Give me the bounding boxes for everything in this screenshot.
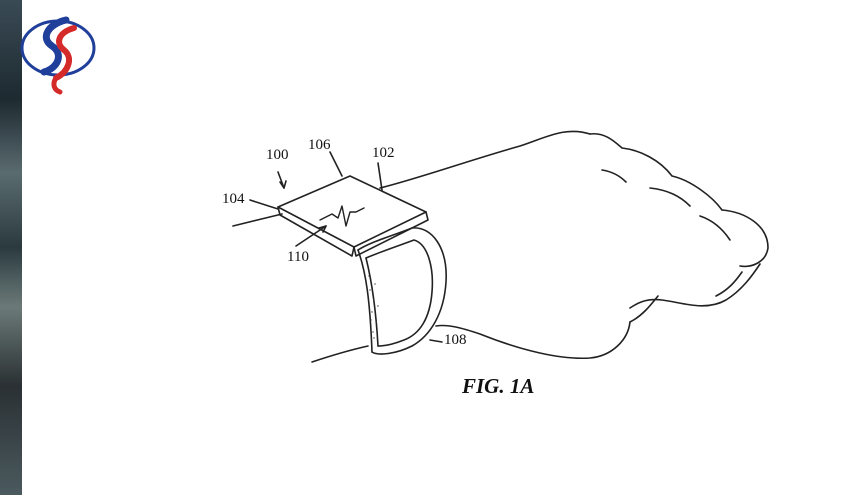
palm-lower-contour [435, 321, 631, 360]
ref-label-106: 106 [308, 137, 331, 153]
ref-label-100: 100 [266, 147, 289, 163]
ref-label-110: 110 [287, 249, 309, 265]
leader-108 [429, 339, 443, 343]
band-back-inner-edge [365, 257, 379, 347]
band-texture [368, 275, 379, 339]
ref-label-104: 104 [222, 191, 245, 207]
knuckle-crease-2 [649, 187, 691, 207]
knuckle-contour [589, 132, 723, 211]
broadcaster-logo-icon [20, 16, 96, 95]
thumb-crease [715, 271, 743, 297]
band-back-edge [357, 249, 373, 353]
ref-label-102: 102 [372, 145, 395, 161]
ref-label-108: 108 [444, 332, 467, 348]
leader-104 [249, 199, 279, 210]
leader-102 [377, 162, 383, 191]
leader-110 [295, 225, 327, 247]
left-photo-strip [0, 0, 22, 495]
thumb-base [629, 295, 659, 323]
sensor-waveform [319, 205, 365, 227]
device-front-edge [277, 206, 355, 257]
knuckle-crease-1 [601, 169, 627, 183]
thumb-contour [629, 263, 761, 309]
leader-106 [329, 151, 343, 177]
band-outer [357, 227, 447, 355]
forearm-upper-line [232, 213, 283, 227]
forearm-lower-line [311, 345, 369, 363]
figure-caption: FIG. 1A [462, 374, 535, 398]
device-side-edge [353, 211, 429, 257]
leader-100-arrow [279, 180, 287, 189]
finger-contour [721, 209, 769, 268]
wrist-upper-contour [379, 130, 591, 189]
knuckle-crease-3 [699, 215, 731, 241]
band-inner [365, 239, 434, 347]
leader-110-arrow [318, 225, 327, 233]
